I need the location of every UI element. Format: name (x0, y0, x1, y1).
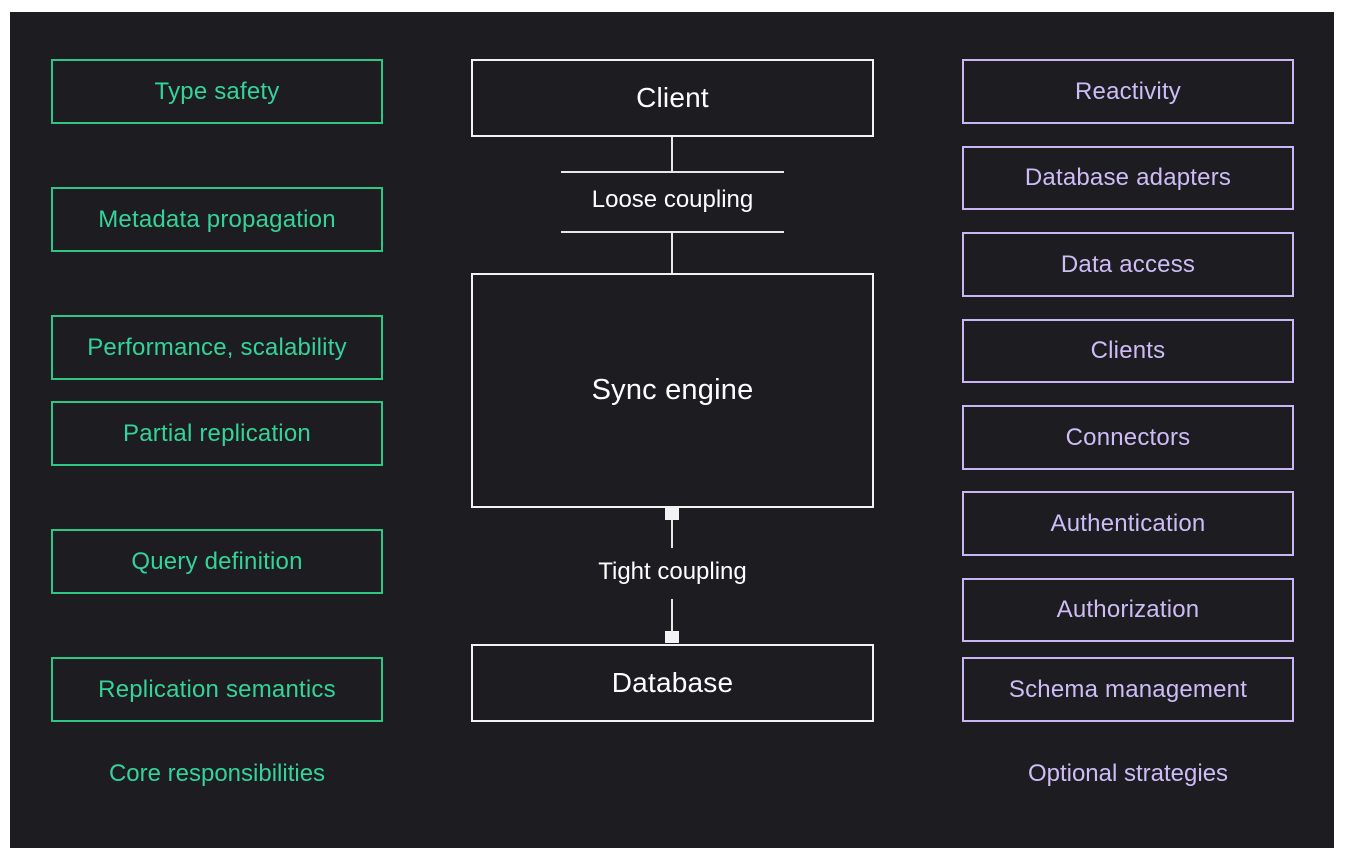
database-anchor (665, 631, 679, 643)
optional-item-clients: Clients (962, 319, 1294, 383)
core-item-type-safety: Type safety (51, 59, 383, 124)
optional-item-schema-management: Schema management (962, 657, 1294, 722)
loose-coupling-label: Loose coupling (591, 186, 754, 213)
optional-item-database-adapters: Database adapters (962, 146, 1294, 210)
sync-engine-box: Sync engine (471, 273, 874, 508)
core-item-replication-semantics: Replication semantics (51, 657, 383, 722)
tight-coupling-label: Tight coupling (598, 558, 747, 585)
tight-coupling-upper-line (671, 520, 673, 548)
optional-strategies-caption: Optional strategies (1027, 760, 1229, 787)
core-item-metadata-propagation: Metadata propagation (51, 187, 383, 252)
optional-item-data-access: Data access (962, 232, 1294, 297)
core-item-query-definition: Query definition (51, 529, 383, 594)
database-box: Database (471, 644, 874, 722)
optional-item-authentication: Authentication (962, 491, 1294, 556)
optional-item-connectors: Connectors (962, 405, 1294, 470)
loose-coupling-top-rule (561, 171, 784, 173)
sync-connector-line (671, 233, 673, 273)
core-item-performance-scalability: Performance, scalability (51, 315, 383, 380)
optional-item-reactivity: Reactivity (962, 59, 1294, 124)
loose-coupling-bottom-rule (561, 231, 784, 233)
core-item-partial-replication: Partial replication (51, 401, 383, 466)
tight-coupling-lower-line (671, 599, 673, 631)
core-responsibilities-caption: Core responsibilities (108, 760, 326, 787)
sync-engine-anchor (665, 508, 679, 520)
optional-item-authorization: Authorization (962, 578, 1294, 642)
client-connector-line (671, 137, 673, 171)
client-box: Client (471, 59, 874, 137)
